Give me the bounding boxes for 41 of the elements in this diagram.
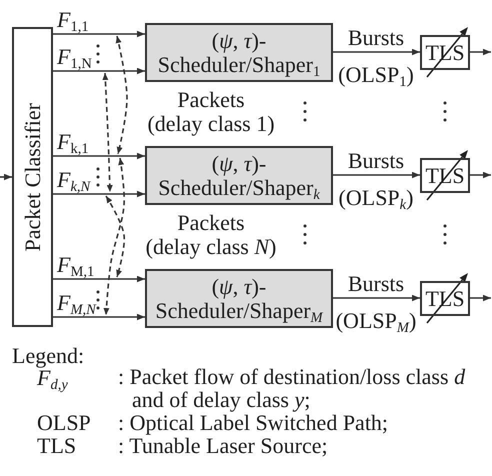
path-label: (OLSP$_{1}$) (338, 63, 414, 87)
legend-key: OLSP (37, 411, 91, 435)
block-label: (ψ, τ)- Scheduler/Shaper$_{1}$ (158, 28, 320, 76)
arrow (53, 68, 145, 74)
arrow (470, 172, 491, 178)
flow-label: F$_{k,1}$ (57, 130, 89, 154)
arrow (53, 30, 145, 38)
flow-label: F$_{M,1}$ (57, 253, 94, 277)
annotation: Packets (delay class 1) (147, 88, 275, 136)
arrow (333, 294, 420, 302)
flow-label: F$_{1,N}$ (57, 45, 92, 69)
annotation: Packets (delay class N) (146, 211, 276, 259)
process-box (145, 23, 333, 82)
path-label: (OLSP$_{k}$) (338, 186, 414, 210)
edge-label: Bursts (348, 272, 404, 296)
legend-key: TLS (37, 434, 76, 458)
block-label: (ψ, τ)- Scheduler/Shaper$_{M}$ (155, 274, 323, 322)
arrow (53, 152, 145, 160)
arrow (0, 174, 12, 180)
flow-label: F$_{k,N}$ (57, 168, 90, 192)
path-label: (OLSP$_{M}$) (336, 309, 416, 333)
arrow (53, 190, 145, 198)
edge-label: Bursts (348, 26, 404, 50)
arrow (333, 172, 420, 178)
block-label: (ψ, τ)- Scheduler/Shaper$_{k}$ (158, 152, 320, 200)
legend-description: : Packet flow of destination/loss class d and of delay class y; (118, 366, 466, 411)
arrow (53, 276, 145, 282)
legend-description: : Tunable Laser Source; (118, 434, 328, 458)
legend-description: : Optical Label Switched Path; (118, 411, 388, 435)
arrow (470, 294, 491, 302)
edge-label: Bursts (348, 149, 404, 173)
arrow (333, 48, 420, 56)
vertical-label: Packet Classifier (22, 102, 44, 252)
process-box (145, 146, 333, 205)
process-box (145, 269, 333, 328)
flow-label: F$_{1,1}$ (57, 8, 89, 32)
legend-title: Legend: (12, 344, 84, 368)
arrow (470, 48, 491, 56)
flow-label: F$_{M,N}$ (57, 291, 96, 315)
arrow (53, 314, 145, 320)
classifier-box (12, 27, 53, 327)
